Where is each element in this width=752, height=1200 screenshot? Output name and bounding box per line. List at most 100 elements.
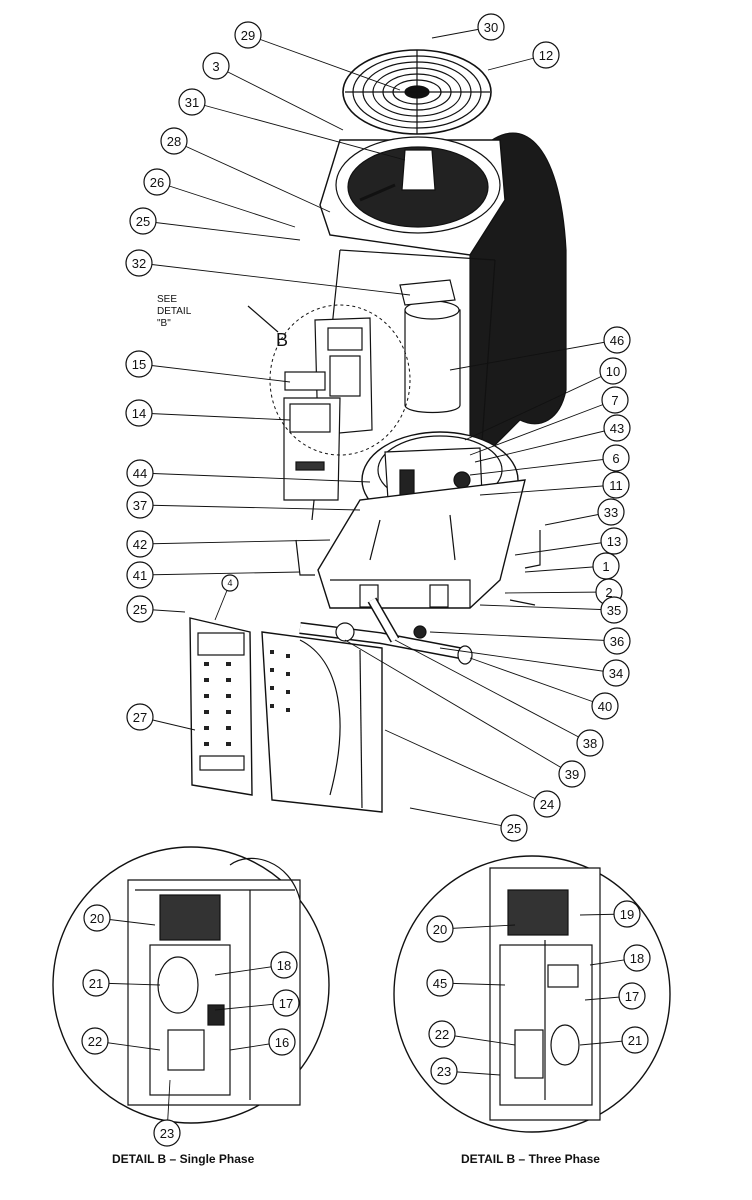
callout-1: 1 bbox=[592, 552, 620, 580]
callout-label: 30 bbox=[484, 20, 498, 35]
see-detail-line1: SEE bbox=[157, 294, 178, 305]
callout-label: 37 bbox=[133, 498, 147, 513]
callout-leader-31 bbox=[191, 101, 406, 161]
callout-circle bbox=[603, 414, 631, 442]
callout-leader-34 bbox=[439, 647, 617, 674]
callout-4: 4 bbox=[221, 574, 239, 592]
detail-b-single-phase bbox=[52, 846, 330, 1124]
service-panel bbox=[283, 397, 341, 501]
callout-circle bbox=[623, 944, 651, 972]
callout-leader-6 bbox=[469, 457, 617, 476]
top-panel bbox=[319, 136, 506, 256]
see-detail-note: SEE DETAIL "B" bbox=[157, 294, 191, 330]
callout-leader-37 bbox=[139, 504, 361, 511]
callout-24: 24 bbox=[533, 790, 561, 818]
callout-circle bbox=[602, 471, 630, 499]
callout-36: 36 bbox=[603, 627, 631, 655]
callout-circle bbox=[477, 13, 505, 41]
callout-13: 13 bbox=[600, 527, 628, 555]
callout-label: 17 bbox=[279, 996, 293, 1011]
callout-leader-32 bbox=[138, 262, 411, 296]
callout-circle bbox=[126, 530, 154, 558]
see-detail-line3: "B" bbox=[157, 318, 171, 329]
callout-label: 25 bbox=[507, 821, 521, 836]
callout-circle bbox=[599, 357, 627, 385]
callout-label: 19 bbox=[620, 907, 634, 922]
callout-14: 14 bbox=[125, 399, 153, 427]
callout-label: 20 bbox=[433, 922, 447, 937]
callout-label: 15 bbox=[132, 357, 146, 372]
mount-bracket bbox=[295, 539, 315, 576]
callout-circle bbox=[600, 596, 628, 624]
callout-45: 45 bbox=[426, 969, 454, 997]
callout-circle bbox=[618, 982, 646, 1010]
callout-label: 39 bbox=[565, 767, 579, 782]
front-panel-left bbox=[189, 617, 253, 796]
callout-label: 34 bbox=[609, 666, 623, 681]
callout-label: 36 bbox=[610, 634, 624, 649]
callout-label: 2 bbox=[605, 585, 612, 600]
callout-leader-29 bbox=[247, 34, 401, 91]
callout-label: 42 bbox=[133, 537, 147, 552]
callout-26: 26 bbox=[143, 168, 171, 196]
callout-leader-24 bbox=[384, 729, 548, 805]
see-detail-line2: DETAIL bbox=[157, 306, 192, 317]
callout-circle bbox=[603, 326, 631, 354]
callout-label: 41 bbox=[133, 568, 147, 583]
callout-label: 4 bbox=[227, 578, 232, 588]
callout-circle bbox=[126, 595, 154, 623]
callout-label: 29 bbox=[241, 28, 255, 43]
callout-label: 18 bbox=[630, 951, 644, 966]
callout-18: 18 bbox=[270, 951, 298, 979]
callout-leader-36 bbox=[429, 631, 618, 642]
callout-circle bbox=[426, 915, 454, 943]
callout-circle bbox=[126, 459, 154, 487]
callout-label: 46 bbox=[610, 333, 624, 348]
callout-leader-26 bbox=[156, 181, 296, 228]
callout-circle bbox=[603, 627, 631, 655]
callout-16: 16 bbox=[268, 1028, 296, 1056]
callout-21: 21 bbox=[82, 969, 110, 997]
callout-circle bbox=[270, 951, 298, 979]
callout-leader-28 bbox=[173, 140, 331, 213]
callout-label: 25 bbox=[133, 602, 147, 617]
callout-label: 45 bbox=[433, 976, 447, 991]
callout-25: 25 bbox=[126, 595, 154, 623]
caption-three-phase: DETAIL B – Three Phase bbox=[461, 1152, 600, 1166]
callout-circle bbox=[143, 168, 171, 196]
callout-label: 7 bbox=[611, 393, 618, 408]
callout-label: 11 bbox=[609, 478, 623, 493]
callout-label: 3 bbox=[212, 59, 219, 74]
callout-circle bbox=[621, 1026, 649, 1054]
callout-circle bbox=[533, 790, 561, 818]
callout-circle bbox=[125, 249, 153, 277]
callout-circle bbox=[591, 692, 619, 720]
callout-41: 41 bbox=[126, 561, 154, 589]
callout-3: 3 bbox=[202, 52, 230, 80]
callout-30: 30 bbox=[477, 13, 505, 41]
callout-46: 46 bbox=[603, 326, 631, 354]
callout-leader-42 bbox=[139, 539, 331, 545]
callout-42: 42 bbox=[126, 530, 154, 558]
callout-circle bbox=[178, 88, 206, 116]
callout-39: 39 bbox=[558, 760, 586, 788]
callout-label: 22 bbox=[88, 1034, 102, 1049]
callout-circle bbox=[600, 527, 628, 555]
callout-27: 27 bbox=[126, 703, 154, 731]
detail-b-three-phase bbox=[393, 855, 671, 1133]
callout-label: 18 bbox=[277, 958, 291, 973]
callout-circle bbox=[202, 52, 230, 80]
callout-43: 43 bbox=[603, 414, 631, 442]
callout-leader-25 bbox=[142, 220, 301, 241]
callout-label: 26 bbox=[150, 175, 164, 190]
callout-20: 20 bbox=[426, 915, 454, 943]
fan-guard bbox=[342, 49, 492, 135]
callout-23: 23 bbox=[430, 1057, 458, 1085]
callout-40: 40 bbox=[591, 692, 619, 720]
callout-circle bbox=[428, 1020, 456, 1048]
callout-label: 28 bbox=[167, 134, 181, 149]
callout-35: 35 bbox=[600, 596, 628, 624]
callout-circle bbox=[126, 491, 154, 519]
